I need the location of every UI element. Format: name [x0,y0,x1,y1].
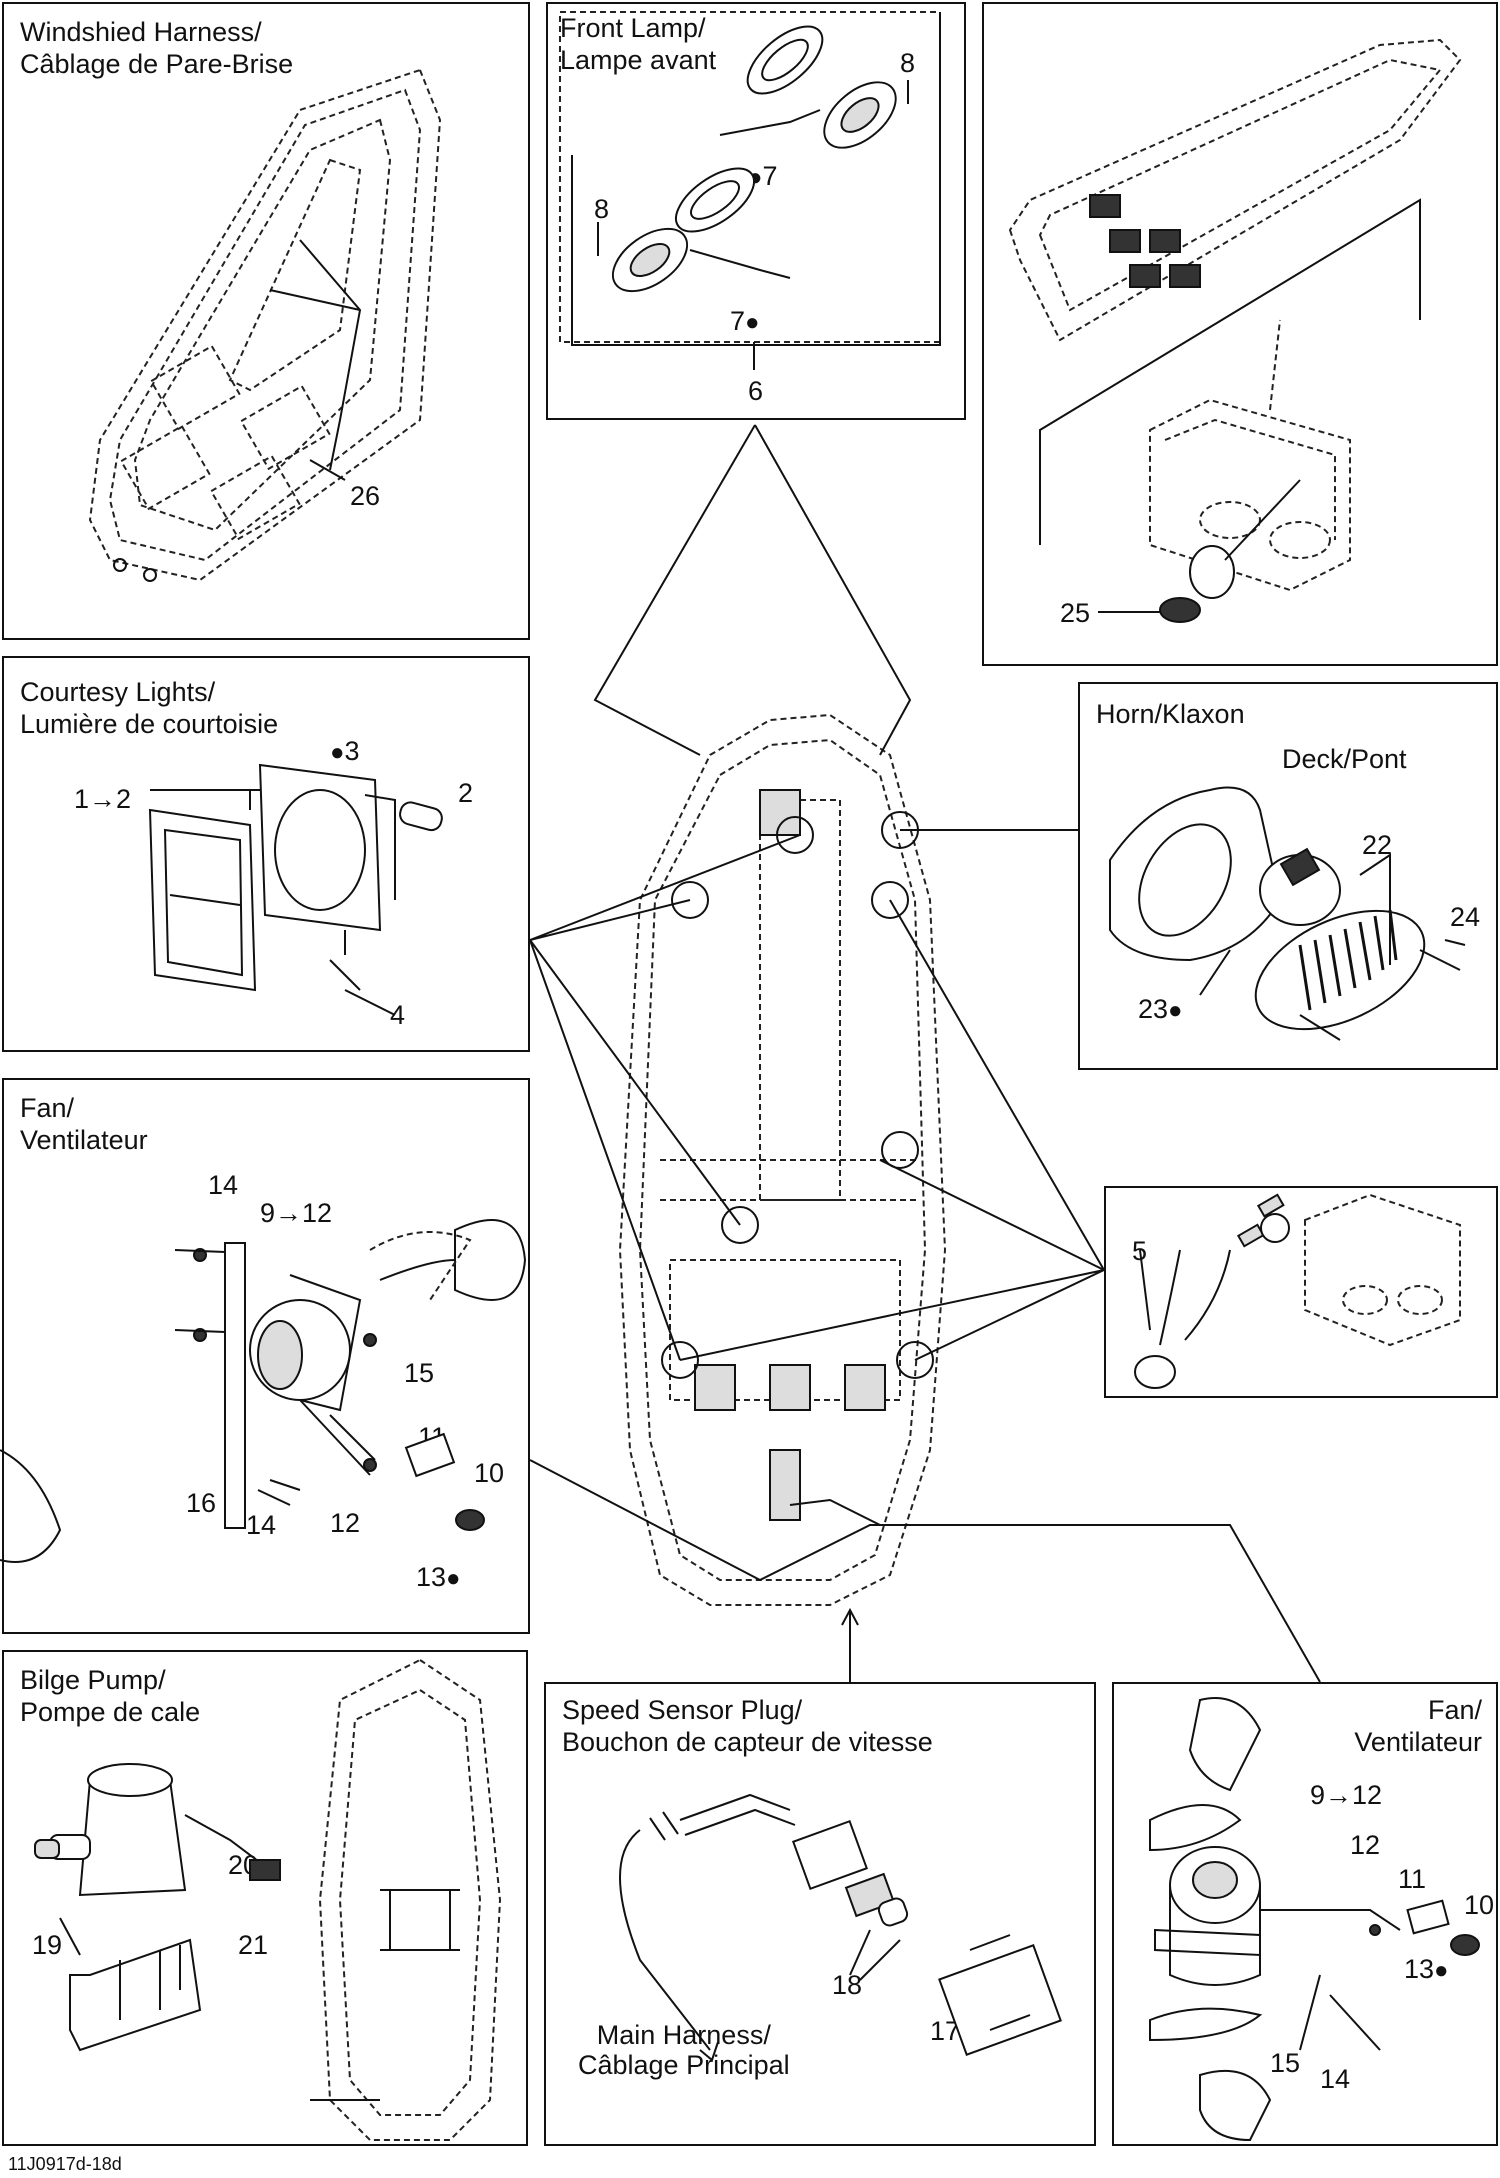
callout-12: 12 [330,1508,361,1538]
callout-26: 26 [350,481,381,511]
callout-22: 22 [1362,830,1393,860]
callout-9-12: 9→12 [260,1198,333,1228]
panel-bilge-pump: Bilge Pump/ Pompe de cale 20● 19 21 [2,1650,528,2146]
fan-right-parts [1149,1697,1480,2142]
bilge-pump-parts [34,1658,502,2141]
panel-title: Fan/ Ventilateur [1354,1694,1482,1758]
title-line-1: Horn/Klaxon [1096,699,1245,729]
connector-5-parts [1134,1193,1461,1389]
callout-2: 2 [458,778,474,808]
title-line-1: Fan/ [1427,1695,1482,1725]
title-line-2: Lumière de courtoisie [20,709,279,739]
title-line-2: Lampe avant [560,45,717,75]
main-harness-label: Main Harness/ Câblage Principal [578,2020,790,2080]
callout-13: 13● [1404,1954,1449,1986]
drop-icon: ● [745,309,760,336]
callout-label: 13 [416,1562,447,1592]
horn-parts [1109,786,1466,1041]
title-line-1: Bilge Pump/ [20,1665,166,1695]
note-line-2: Câblage Principal [578,2050,790,2080]
panel-top-right: 25 [982,2,1498,666]
callout-14-bottom: 14 [246,1510,277,1540]
callout-24: 24 [1450,902,1481,932]
callout-10: 10 [1464,1890,1495,1920]
title-line-2: Bouchon de capteur de vitesse [562,1727,933,1757]
title-line-1: Windshied Harness/ [20,17,262,47]
callout-7-bottom: 7● [730,306,760,338]
title-line-1: Speed Sensor Plug/ [562,1695,803,1725]
callout-8-bottom: 8 [594,194,610,224]
callout-label: 23 [1138,994,1169,1024]
drop-icon: ● [1434,1957,1449,1984]
central-hull-drawing [529,424,1321,1683]
drop-icon: ● [330,739,345,766]
callout-label: 3 [344,736,360,766]
callout-10: 10 [474,1458,505,1488]
callout-15: 15 [1270,2048,1301,2078]
title-line-2: Ventilateur [20,1125,148,1155]
courtesy-light-parts [148,763,443,1016]
windshield-hull-drawing [88,68,442,582]
callout-21: 21 [238,1930,269,1960]
front-lamp-parts [559,11,941,370]
panel-speed-sensor: Speed Sensor Plug/ Bouchon de capteur de… [544,1682,1096,2146]
callout-4: 4 [390,1000,406,1030]
note-line-1: Main Harness/ [596,2020,771,2050]
drop-icon: ● [446,1565,461,1592]
panel-courtesy-lights: Courtesy Lights/ Lumière de courtoisie ●… [2,656,530,1052]
title-line-1: Fan/ [20,1093,75,1123]
drop-icon: ● [1168,997,1183,1024]
callout-14-top: 14 [208,1170,239,1200]
title-line-2: Ventilateur [1354,1727,1482,1757]
title-line-2: Câblage de Pare-Brise [20,49,294,79]
title-line-1: Front Lamp/ [560,13,706,43]
callout-9-12: 9→12 [1310,1780,1383,1810]
callout-1-2: 1→2 [74,784,132,814]
figure-code: 11J0917d-18d [8,2154,122,2174]
panel-title: Bilge Pump/ Pompe de cale [20,1664,200,1728]
callout-11: 11 [1398,1864,1427,1894]
callout-25: 25 [1060,598,1091,628]
callout-12: 12 [1350,1830,1381,1860]
callout-16: 16 [186,1488,217,1518]
callout-label: 7 [762,161,778,191]
panel-title: Speed Sensor Plug/ Bouchon de capteur de… [562,1694,933,1758]
panel-title: Horn/Klaxon [1096,698,1245,730]
callout-8-top: 8 [900,48,916,78]
panel-windshield-harness: Windshied Harness/ Câblage de Pare-Brise… [2,2,530,640]
panel-title: Fan/ Ventilateur [20,1092,148,1156]
fan-left-parts [0,1219,527,1563]
top-right-hull-drawing [1008,38,1462,623]
callout-19: 19 [32,1930,63,1960]
callout-14: 14 [1320,2064,1351,2094]
panel-title: Courtesy Lights/ Lumière de courtoisie [20,676,278,740]
callout-13: 13● [416,1562,461,1594]
callout-18: 18 [832,1970,863,2000]
callout-label: 7 [730,306,746,336]
callout-15: 15 [404,1358,435,1388]
panel-title: Windshied Harness/ Câblage de Pare-Brise [20,16,293,80]
deck-label: Deck/Pont [1282,744,1407,774]
callout-3: ●3 [330,736,360,768]
title-line-2: Pompe de cale [20,1697,201,1727]
title-line-1: Courtesy Lights/ [20,677,216,707]
speed-sensor-parts [619,1793,1062,2062]
callout-label: 13 [1404,1954,1435,1984]
panel-title: Front Lamp/ Lampe avant [560,12,716,76]
callout-6: 6 [748,376,764,406]
callout-23: 23● [1138,994,1183,1026]
